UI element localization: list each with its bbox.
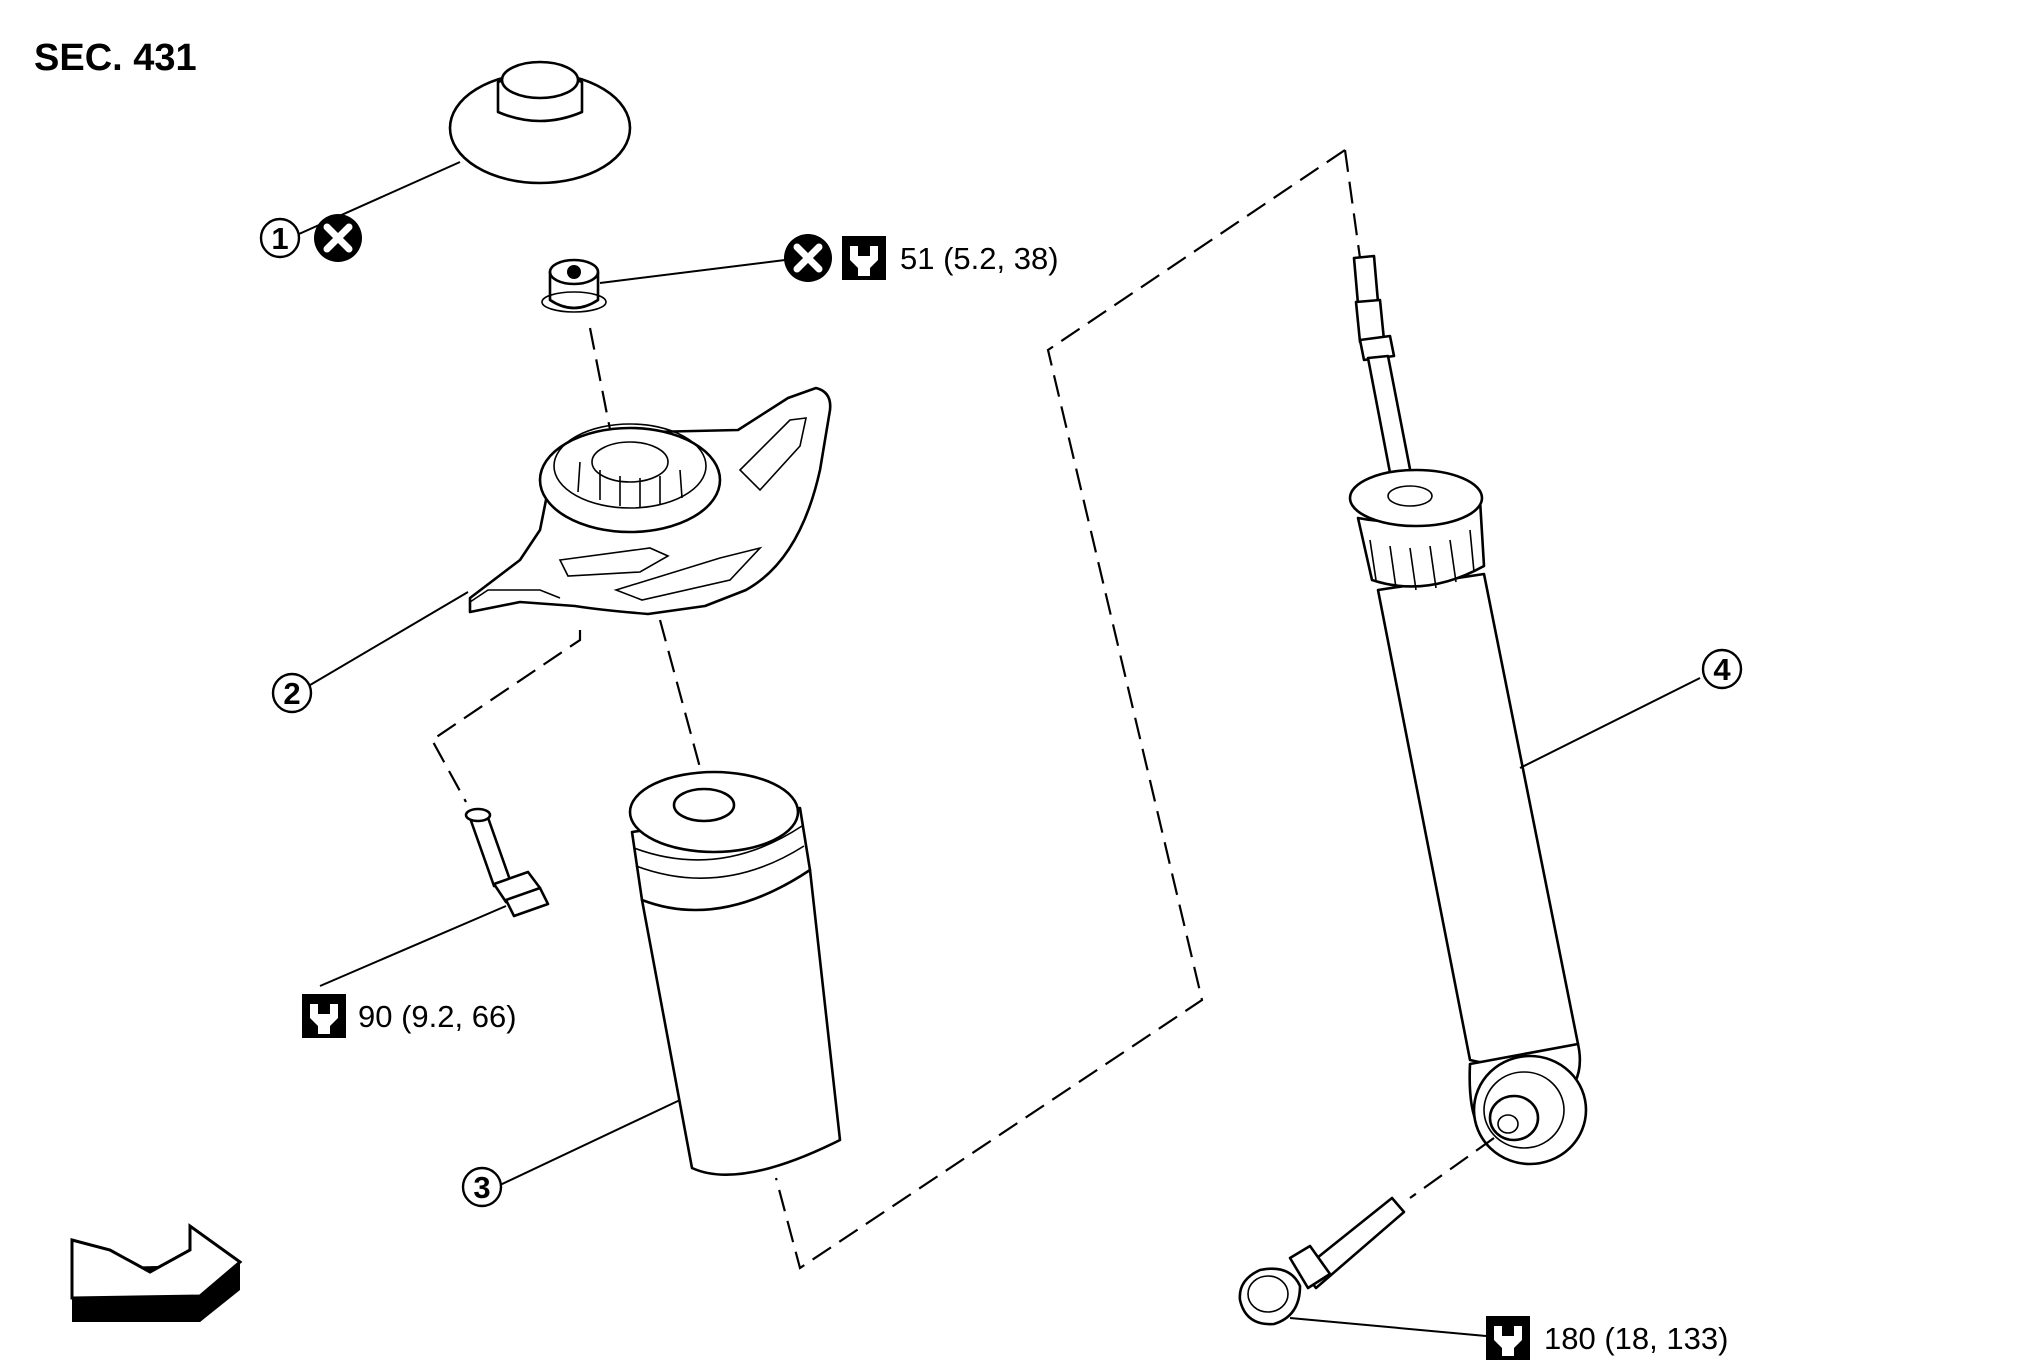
leader-line-1 xyxy=(289,161,461,239)
dust-boot xyxy=(628,770,842,1177)
leader-line-upper-bolt xyxy=(319,905,507,987)
callout-2: 2 xyxy=(271,672,313,714)
torque-wrench-icon xyxy=(842,236,886,280)
guide-line-bracket-bolt xyxy=(430,630,582,803)
mount-bolt xyxy=(464,807,550,918)
svg-text:1: 1 xyxy=(271,221,288,256)
guide-line-assembly xyxy=(774,149,1346,1270)
leader-line-lower-bolt xyxy=(1289,1317,1487,1337)
guide-line-lower-bolt xyxy=(1409,1137,1495,1199)
svg-text:3: 3 xyxy=(473,1170,490,1205)
guide-line-bracket-boot xyxy=(658,619,704,776)
shock-mount-bracket xyxy=(468,386,832,616)
svg-text:2: 2 xyxy=(283,676,300,711)
torque-lower-bolt: 180 (18, 133) xyxy=(1544,1321,1728,1356)
callout-4: 4 xyxy=(1701,648,1743,690)
front-direction-arrow-icon xyxy=(70,1223,243,1322)
torque-wrench-icon xyxy=(302,994,346,1038)
do-not-reuse-icon xyxy=(784,234,832,282)
torque-upper-bolt: 90 (9.2, 66) xyxy=(358,999,517,1034)
leader-line-nut xyxy=(599,259,786,284)
flange-nut xyxy=(541,258,607,313)
shock-absorber xyxy=(1348,254,1588,1166)
guide-line-nut xyxy=(588,327,620,471)
lower-mount-bolt xyxy=(1238,1196,1406,1326)
torque-wrench-icon xyxy=(1486,1316,1530,1360)
callout-3: 3 xyxy=(461,1166,503,1208)
torque-nut: 51 (5.2, 38) xyxy=(900,241,1059,276)
do-not-reuse-icon xyxy=(314,214,362,262)
leader-line-3 xyxy=(499,1099,681,1186)
callout-1: 1 xyxy=(259,217,301,259)
leader-line-4 xyxy=(1519,677,1701,769)
bound-bumper-cap xyxy=(448,60,632,185)
leader-line-2 xyxy=(304,591,469,689)
svg-text:4: 4 xyxy=(1713,652,1731,687)
section-title: SEC. 431 xyxy=(34,37,197,79)
guide-line-rod xyxy=(1343,149,1362,259)
